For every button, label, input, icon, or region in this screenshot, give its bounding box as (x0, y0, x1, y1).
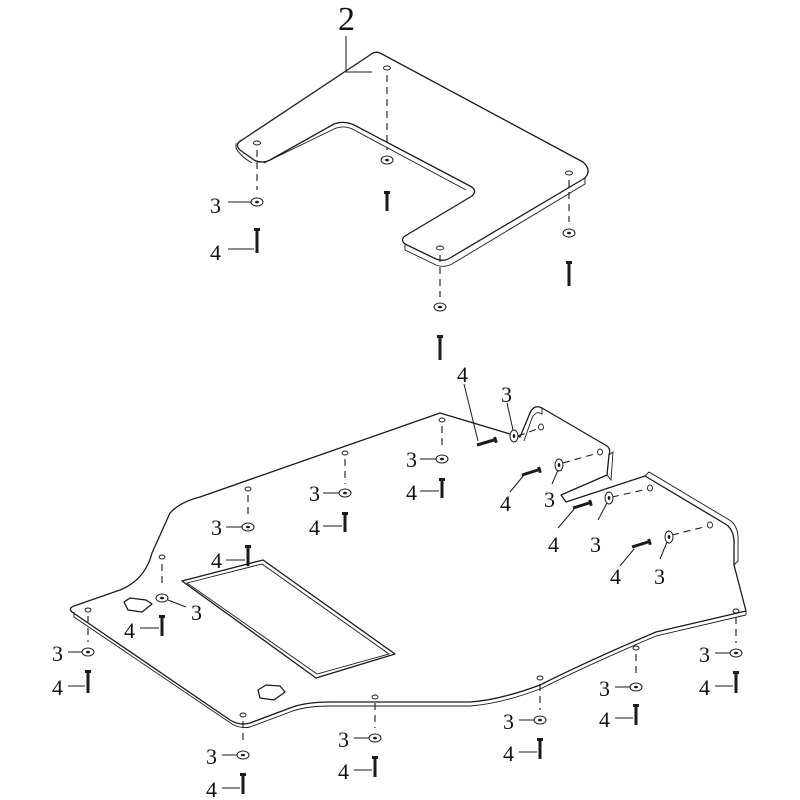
callout-labels: 2 3 4 4 3 3 4 3 4 3 4 4 3 4 3 4 3 3 4 3 … (52, 1, 710, 800)
washer-hw (664, 530, 674, 544)
main-skid-plate (69, 406, 747, 729)
bolt-hw (439, 478, 445, 498)
bolt-hw (521, 466, 542, 477)
label-part-3: 3 (206, 744, 217, 769)
bolt-hw (245, 545, 251, 566)
label-part-3: 3 (211, 515, 222, 540)
bolt-hw (537, 738, 543, 759)
bolt-hw (633, 704, 639, 725)
washer-hw (604, 491, 614, 505)
label-part-4: 4 (338, 759, 349, 784)
bolt-hw (437, 335, 443, 360)
washer-hw (433, 302, 447, 312)
hardware-vertical (81, 155, 743, 794)
label-part-3: 3 (590, 532, 601, 557)
bolt-hw (384, 191, 390, 211)
washer-hw (509, 429, 519, 443)
bolt-hw (566, 261, 572, 286)
label-part-3: 3 (501, 382, 512, 407)
label-part-4: 4 (211, 548, 222, 573)
washer-hw (81, 647, 95, 657)
bolt-hw (372, 756, 378, 777)
label-part-3: 3 (544, 487, 555, 512)
label-part-4: 4 (406, 480, 417, 505)
bolt-hw (240, 773, 246, 794)
washer-hw (236, 750, 250, 760)
label-part-4: 4 (309, 515, 320, 540)
label-part-4: 4 (52, 675, 63, 700)
label-part-4: 4 (610, 564, 621, 589)
hardware-horizontal (476, 429, 674, 549)
upper-bracket-plate (235, 51, 589, 267)
washer-hw (533, 715, 547, 725)
bolt-hw (159, 615, 165, 636)
label-part-4: 4 (548, 532, 559, 557)
label-part-4: 4 (699, 675, 710, 700)
label-part-3: 3 (699, 642, 710, 667)
washer-hw (250, 197, 264, 207)
label-part-2: 2 (338, 1, 355, 38)
bolt-hw (631, 538, 652, 549)
label-part-3: 3 (52, 641, 63, 666)
label-part-4: 4 (210, 240, 221, 265)
label-part-4: 4 (124, 618, 135, 643)
washer-hw (368, 733, 382, 743)
washer-hw (729, 648, 743, 658)
washer-hw (629, 682, 643, 692)
label-part-3: 3 (654, 564, 665, 589)
assembly-centerlines (87, 75, 737, 745)
washer-hw (435, 454, 449, 464)
washer-hw (338, 488, 352, 498)
label-part-3: 3 (191, 600, 202, 625)
bolt-hw (572, 499, 593, 510)
label-part-3: 3 (503, 709, 514, 734)
bolt-hw (476, 436, 498, 447)
washer-hw (562, 228, 576, 238)
label-part-4: 4 (599, 707, 610, 732)
bolt-hw (342, 512, 348, 532)
label-part-3: 3 (309, 481, 320, 506)
label-part-4: 4 (500, 491, 511, 516)
bolt-hw (85, 670, 91, 693)
label-part-3: 3 (406, 447, 417, 472)
washer-hw (155, 593, 169, 603)
bolt-hw (254, 228, 260, 253)
bolt-hw (733, 671, 739, 693)
label-part-4: 4 (503, 741, 514, 766)
washer-hw (380, 155, 394, 165)
washer-hw (241, 522, 255, 532)
label-part-4: 4 (457, 362, 468, 387)
leader-lines (68, 36, 733, 789)
label-part-3: 3 (599, 676, 610, 701)
label-part-4: 4 (206, 777, 217, 800)
label-part-3: 3 (338, 727, 349, 752)
washer-hw (554, 458, 564, 472)
label-part-3: 3 (210, 193, 221, 218)
